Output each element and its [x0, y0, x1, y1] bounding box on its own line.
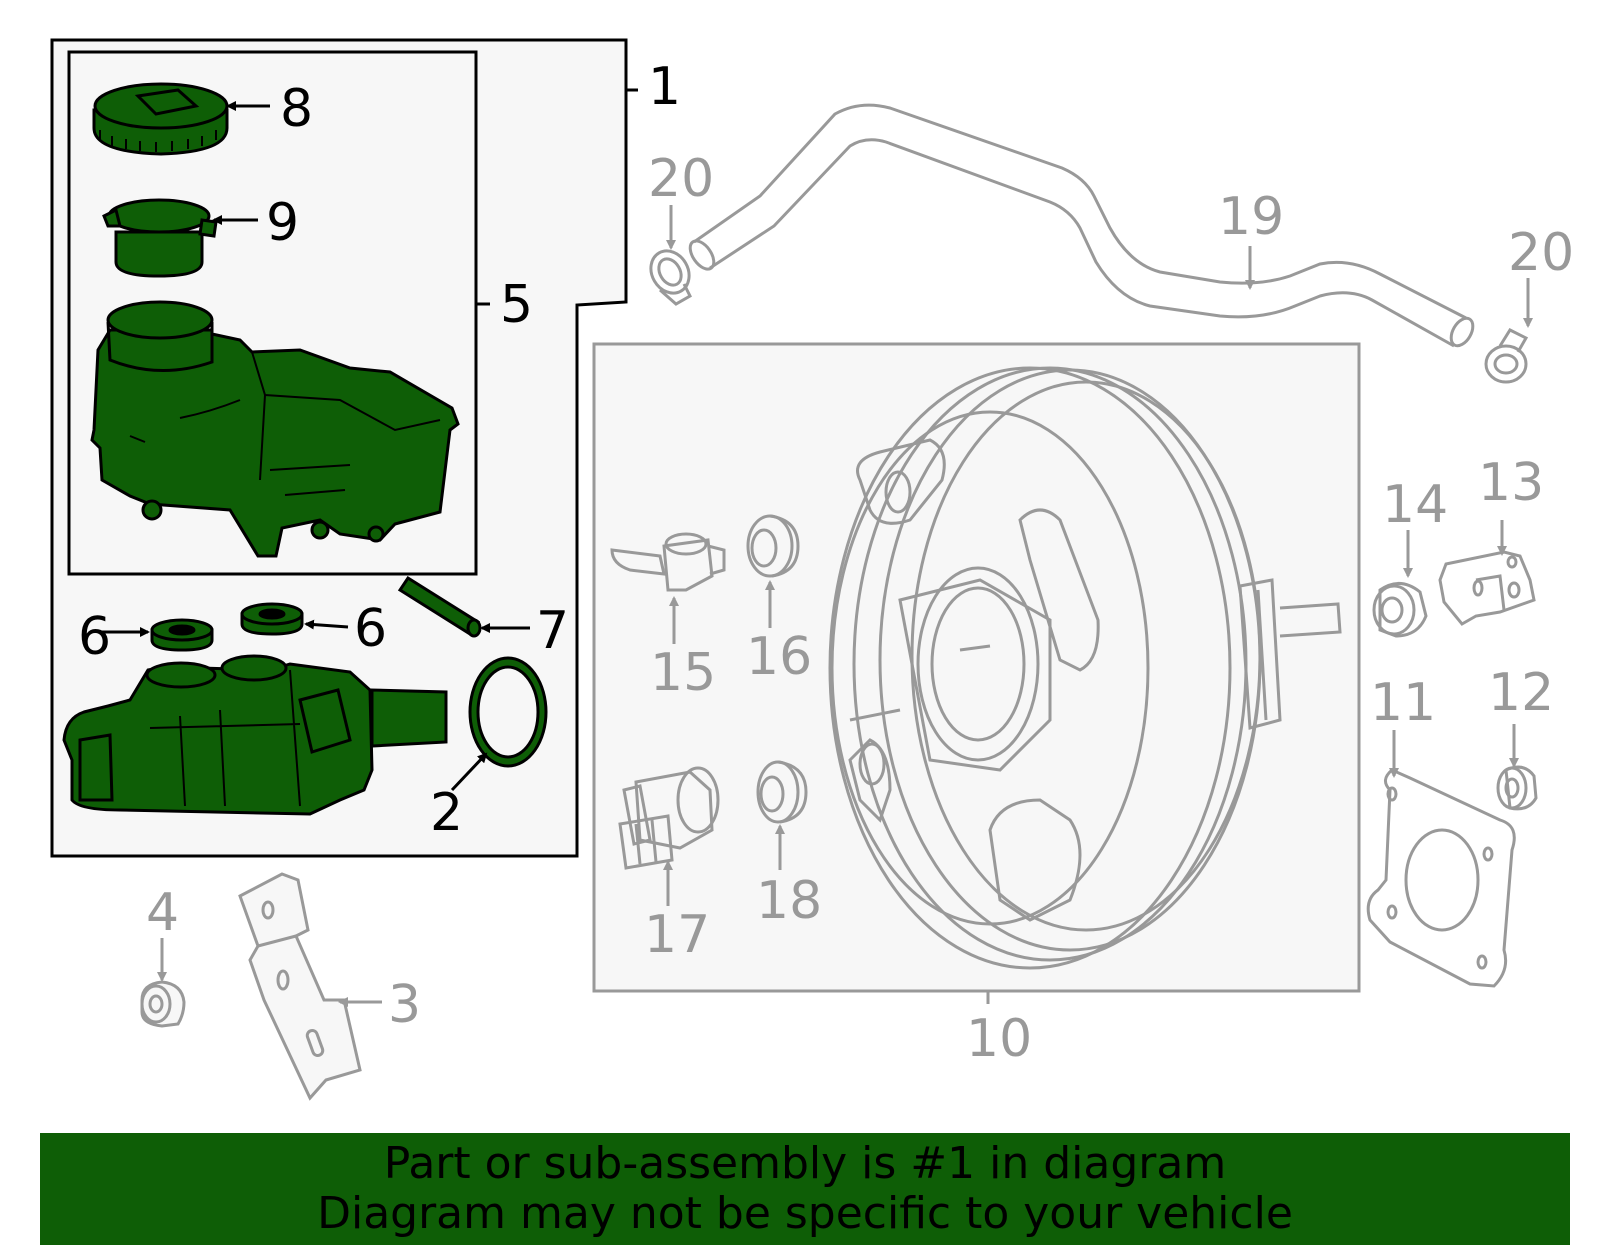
callout-13: 13: [1478, 453, 1544, 513]
nut-part-14: [1372, 582, 1428, 638]
callout-2: 2: [430, 783, 463, 843]
sensor-part: [618, 766, 720, 870]
bracket-part: [238, 872, 362, 1101]
callout-6-left: 6: [78, 607, 111, 667]
nut-part-4: [140, 980, 186, 1028]
banner-line-assembly: Part or sub-assembly is #1 in diagram: [383, 1138, 1227, 1189]
callout-1: 1: [648, 57, 681, 117]
callout-14: 14: [1382, 475, 1448, 535]
callout-7: 7: [536, 601, 569, 661]
grommet-part-18: [756, 760, 808, 824]
pin-part: [397, 575, 482, 638]
brake-booster-part: [828, 366, 1342, 970]
banner-line-disclaimer: Diagram may not be specific to your vehi…: [317, 1188, 1293, 1239]
callout-8: 8: [280, 79, 313, 139]
callout-11: 11: [1370, 673, 1436, 733]
leader-lines-inactive: [157, 205, 1533, 1007]
grommet-seal-left: [150, 618, 214, 652]
check-valve-part: [610, 532, 726, 592]
callout-4: 4: [146, 883, 179, 943]
nut-part-12: [1496, 765, 1538, 811]
info-banner: Part or sub-assembly is #1 in diagram Di…: [40, 1133, 1570, 1245]
master-cylinder-part: [62, 654, 448, 816]
bracket-part-13: [1438, 550, 1536, 626]
hose-clamp-right: [1484, 328, 1529, 384]
hose-clamp-left: [649, 249, 692, 306]
reservoir-cap-part: [92, 82, 229, 156]
callout-20-right: 20: [1508, 223, 1574, 283]
grommet-part-16: [746, 514, 800, 578]
callout-12: 12: [1488, 663, 1554, 723]
callout-16: 16: [746, 627, 812, 687]
strainer-part: [102, 198, 218, 278]
callout-9: 9: [266, 193, 299, 253]
callout-15: 15: [650, 643, 716, 703]
reservoir-tank-part: [90, 300, 460, 558]
callout-10: 10: [966, 1009, 1032, 1069]
gasket-part: [1366, 768, 1516, 988]
leader-lines-active: [100, 88, 638, 792]
callout-20-left: 20: [648, 149, 714, 209]
vacuum-hose-part: [688, 103, 1475, 348]
callout-19: 19: [1218, 187, 1284, 247]
callout-6-right: 6: [354, 599, 387, 659]
callout-3: 3: [388, 975, 421, 1035]
o-ring-part: [468, 656, 548, 768]
callout-18: 18: [756, 871, 822, 931]
callout-5: 5: [500, 275, 533, 335]
grommet-seal-right: [240, 602, 304, 636]
callout-17: 17: [644, 905, 710, 965]
